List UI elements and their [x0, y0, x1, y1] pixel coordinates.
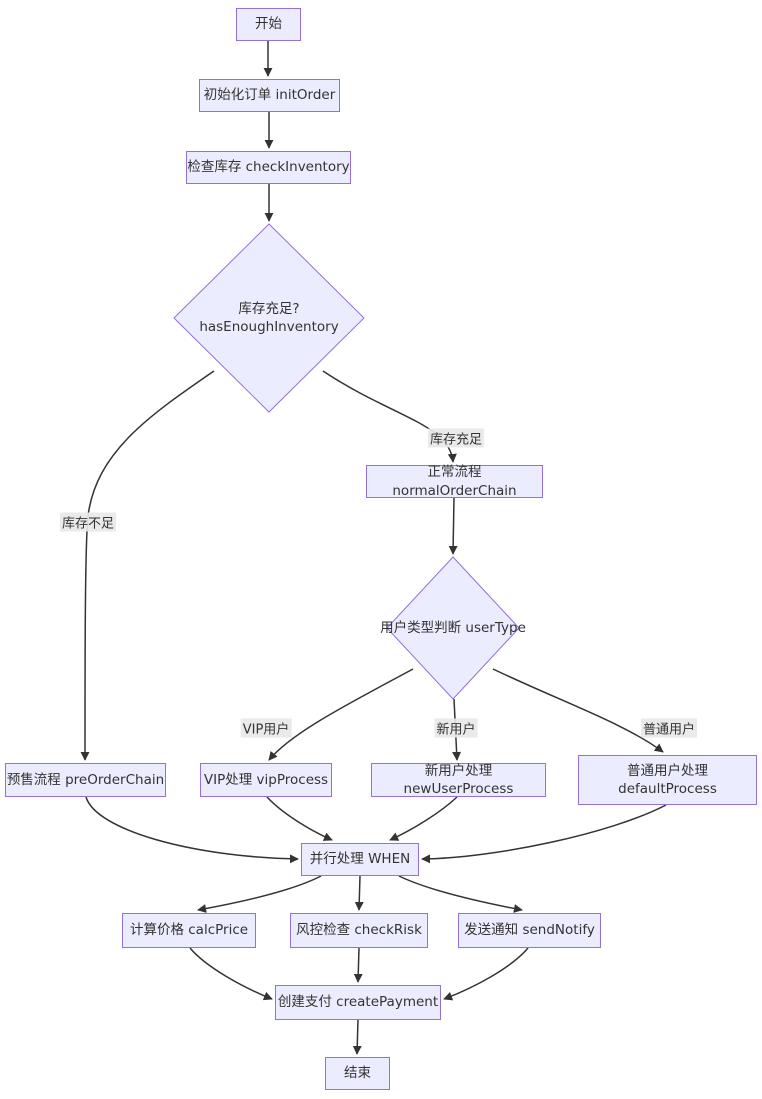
- edge-label-inventory-sufficient: 库存充足: [427, 428, 485, 448]
- edge-label-new-user: 新用户: [434, 718, 478, 738]
- edge-when-checkRisk: [354, 875, 364, 911]
- decision-hasEnoughInventory-line2: hasEnoughInventory: [199, 319, 339, 335]
- edge-defaultProcess-when: [421, 804, 667, 864]
- node-pre-order-chain: 预售流程 preOrderChain: [5, 763, 166, 797]
- edge-newUserProcess-when: [389, 796, 458, 841]
- edge-userType-vipProcess: [268, 668, 414, 761]
- node-calc-price: 计算价格 calcPrice: [122, 913, 256, 948]
- node-default-process-line1: 普通用户处理: [627, 762, 708, 779]
- node-send-notify: 发送通知 sendNotify: [458, 913, 601, 948]
- edge-hasEnoughInventory-normalOrderChain: [322, 370, 457, 463]
- edge-when-calcPrice: [197, 875, 322, 913]
- edge-normalOrderChain-userType: [448, 497, 458, 555]
- decision-hasEnoughInventory-line1: 库存充足?: [238, 300, 300, 317]
- node-end: 结束: [325, 1057, 390, 1090]
- node-check-risk: 风控检查 checkRisk: [290, 913, 428, 948]
- edge-checkRisk-createPayment: [353, 947, 363, 983]
- node-default-process-label: 普通用户处理 defaultProcess: [618, 762, 717, 798]
- edge-createPayment-end: [352, 1019, 362, 1055]
- edge-label-vip-user: VIP用户: [240, 718, 292, 738]
- decision-userType-label: 用户类型判断 userType: [380, 619, 526, 636]
- node-parallel-when: 并行处理 WHEN: [301, 843, 419, 876]
- edge-vipProcess-when: [266, 796, 333, 841]
- node-default-process-line2: defaultProcess: [618, 781, 717, 797]
- decision-userType-shape: [386, 556, 520, 700]
- decision-hasEnoughInventory-shape: [173, 223, 365, 413]
- node-init-order: 初始化订单 initOrder: [199, 79, 340, 112]
- edge-calcPrice-createPayment: [189, 947, 273, 1001]
- edge-preOrderChain-when: [85, 796, 299, 864]
- node-check-inventory: 检查库存 checkInventory: [186, 151, 351, 184]
- edge-label-normal-user: 普通用户: [640, 718, 698, 738]
- node-create-payment: 创建支付 createPayment: [275, 985, 441, 1020]
- node-start: 开始: [236, 8, 301, 41]
- node-default-process: 普通用户处理 defaultProcess: [578, 755, 757, 805]
- edge-userType-defaultProcess: [492, 668, 664, 753]
- edge-when-sendNotify: [398, 875, 523, 913]
- decision-hasEnoughInventory-label: 库存充足? hasEnoughInventory: [199, 300, 338, 336]
- node-vip-process: VIP处理 vipProcess: [200, 763, 332, 797]
- edge-sendNotify-createPayment: [443, 947, 529, 1001]
- node-normal-order-chain: 正常流程 normalOrderChain: [366, 464, 543, 499]
- edge-hasEnoughInventory-preOrderChain: [80, 370, 215, 761]
- node-new-user-process: 新用户处理 newUserProcess: [371, 763, 546, 797]
- edge-label-inventory-insufficient: 库存不足: [59, 512, 117, 532]
